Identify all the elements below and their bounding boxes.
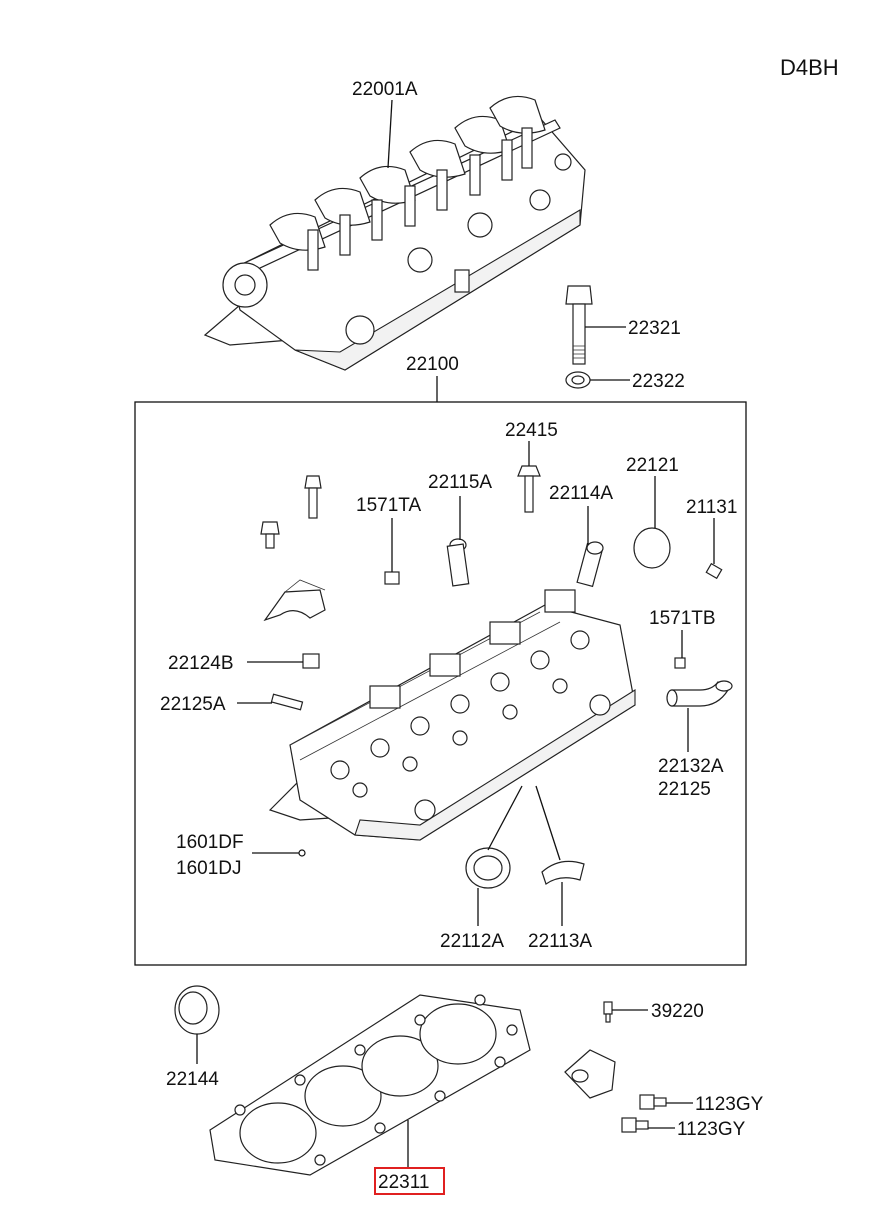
plug-1571TB[interactable]	[674, 657, 686, 669]
label-22132A: 22132A	[658, 756, 724, 777]
cylinder-head-assembly-illustration[interactable]	[203, 95, 586, 371]
plug-21131[interactable]	[705, 562, 723, 580]
small-bolt-b[interactable]	[260, 521, 280, 549]
label-39220: 39220	[651, 1001, 704, 1022]
oil-seal-22144[interactable]	[174, 985, 220, 1035]
bolt-1123GY-a[interactable]	[639, 1094, 667, 1110]
tappet-22114A[interactable]	[576, 541, 604, 588]
label-21131: 21131	[686, 497, 737, 518]
seal-22113A[interactable]	[541, 860, 585, 885]
label-22124B: 22124B	[168, 653, 234, 674]
cap-22121[interactable]	[633, 527, 671, 569]
bush-22124B[interactable]	[302, 653, 320, 669]
label-1571TB: 1571TB	[649, 608, 716, 629]
highlight-box-22311	[374, 1167, 445, 1195]
label-22100: 22100	[406, 354, 459, 375]
label-22311[interactable]: 22311	[378, 1172, 429, 1193]
leader-22112A-top	[487, 785, 523, 851]
label-22114A: 22114A	[549, 483, 613, 504]
bolt-22415[interactable]	[517, 465, 541, 513]
bolt-1123GY-b[interactable]	[621, 1117, 649, 1133]
label-22144: 22144	[166, 1069, 219, 1090]
plug-1571TA[interactable]	[384, 571, 400, 585]
ball-1601DF[interactable]	[298, 849, 306, 857]
seal-22112A[interactable]	[465, 847, 511, 889]
label-22112A: 22112A	[440, 931, 504, 952]
stud-22125A[interactable]	[270, 693, 304, 711]
sensor-39220[interactable]	[603, 1001, 613, 1023]
model-code: D4BH	[780, 55, 839, 80]
washer-22322[interactable]	[565, 371, 591, 389]
label-22322: 22322	[632, 371, 685, 392]
bearing-cap[interactable]	[263, 579, 326, 622]
label-22113A: 22113A	[528, 931, 592, 952]
label-22121: 22121	[626, 455, 679, 476]
label-22125: 22125	[658, 779, 711, 800]
small-bolt-a[interactable]	[304, 475, 322, 519]
head-gasket-22311[interactable]	[209, 994, 531, 1176]
label-22125A: 22125A	[160, 694, 226, 715]
leader-22001A	[387, 99, 393, 169]
label-1123GY-a: 1123GY	[695, 1094, 764, 1115]
label-22415: 22415	[505, 420, 558, 441]
water-elbow-22132A[interactable]	[666, 680, 733, 707]
label-1601DF: 1601DF	[176, 832, 244, 853]
sub-assembly-box-22100	[134, 401, 747, 966]
leader-22113A-top	[535, 785, 561, 861]
label-22001A: 22001A	[352, 79, 418, 100]
water-outlet-fitting[interactable]	[564, 1049, 616, 1099]
label-1601DJ: 1601DJ	[176, 858, 242, 879]
tappet-22115A[interactable]	[446, 538, 470, 587]
label-1123GY-b: 1123GY	[677, 1119, 746, 1140]
label-22321: 22321	[628, 318, 681, 339]
label-22115A: 22115A	[428, 472, 492, 493]
cylinder-head-illustration[interactable]	[268, 589, 636, 841]
label-1571TA: 1571TA	[356, 495, 421, 516]
head-bolt-22321[interactable]	[565, 285, 593, 365]
